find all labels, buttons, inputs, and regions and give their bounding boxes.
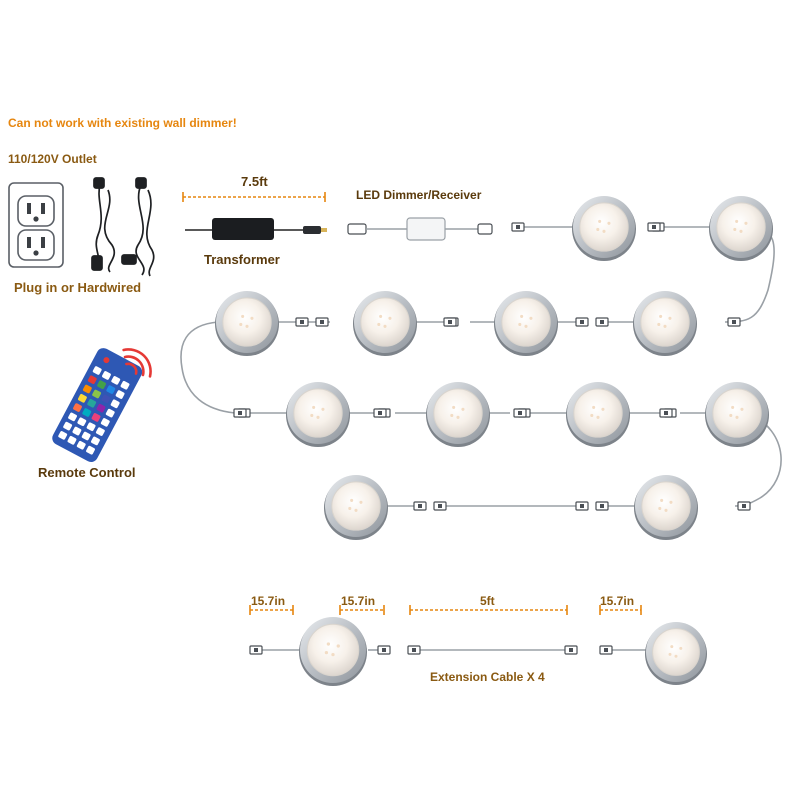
puck-light — [426, 382, 490, 447]
dimension-line-a — [249, 605, 294, 615]
connector — [727, 317, 741, 327]
warning-text: Can not work with existing wall dimmer! — [8, 116, 237, 130]
puck-light — [634, 475, 698, 540]
ext-connector-5 — [599, 645, 613, 655]
ext-connector-3 — [407, 645, 421, 655]
connector — [433, 501, 447, 511]
connector — [737, 501, 751, 511]
connector — [315, 317, 329, 327]
ext-connector-4 — [564, 645, 578, 655]
puck-light — [566, 382, 630, 447]
spare-puck-end — [645, 622, 707, 685]
dim-label-2: 15.7in — [341, 594, 376, 608]
connector — [595, 317, 609, 327]
connector — [511, 222, 525, 232]
connector — [295, 317, 309, 327]
connector — [413, 501, 427, 511]
outlet-title: 110/120V Outlet — [8, 152, 97, 166]
connector — [595, 501, 609, 511]
puck-light — [572, 196, 636, 261]
power-cords — [91, 177, 155, 277]
power-outlet-icon — [8, 182, 64, 268]
dimmer-receiver — [347, 217, 493, 241]
connector — [443, 317, 457, 327]
connector — [513, 408, 527, 418]
puck-light — [705, 382, 769, 447]
dimension-line-c — [599, 605, 642, 615]
puck-light — [633, 291, 697, 356]
ext-connector-1 — [249, 645, 263, 655]
puck-light — [494, 291, 558, 356]
dimension-line-5ft — [409, 605, 568, 615]
puck-light — [215, 291, 279, 356]
cable — [180, 321, 290, 414]
receiver-label: LED Dimmer/Receiver — [356, 188, 482, 202]
connector — [659, 408, 673, 418]
puck-light — [353, 291, 417, 356]
extension-label: Extension Cable X 4 — [430, 670, 545, 684]
dim-label-1: 15.7in — [251, 594, 286, 608]
transformer-length: 7.5ft — [241, 174, 268, 189]
remote-label: Remote Control — [38, 465, 136, 480]
puck-light — [324, 475, 388, 540]
transformer-label: Transformer — [204, 252, 280, 267]
ext-connector-2 — [377, 645, 391, 655]
connector — [575, 317, 589, 327]
dimension-line-b — [339, 605, 385, 615]
connector — [647, 222, 661, 232]
connector — [575, 501, 589, 511]
connector — [373, 408, 387, 418]
dimension-line-7-5ft — [182, 192, 326, 202]
dim-label-3: 5ft — [480, 594, 495, 608]
transformer-brick — [185, 218, 327, 240]
dim-label-4: 15.7in — [600, 594, 635, 608]
puck-light — [709, 196, 773, 261]
rf-remote-icon — [52, 348, 143, 463]
connector — [233, 408, 247, 418]
puck-light — [286, 382, 350, 447]
spare-puck-light — [299, 617, 367, 686]
signal-waves-icon — [122, 348, 152, 378]
outlet-caption: Plug in or Hardwired — [14, 280, 142, 295]
